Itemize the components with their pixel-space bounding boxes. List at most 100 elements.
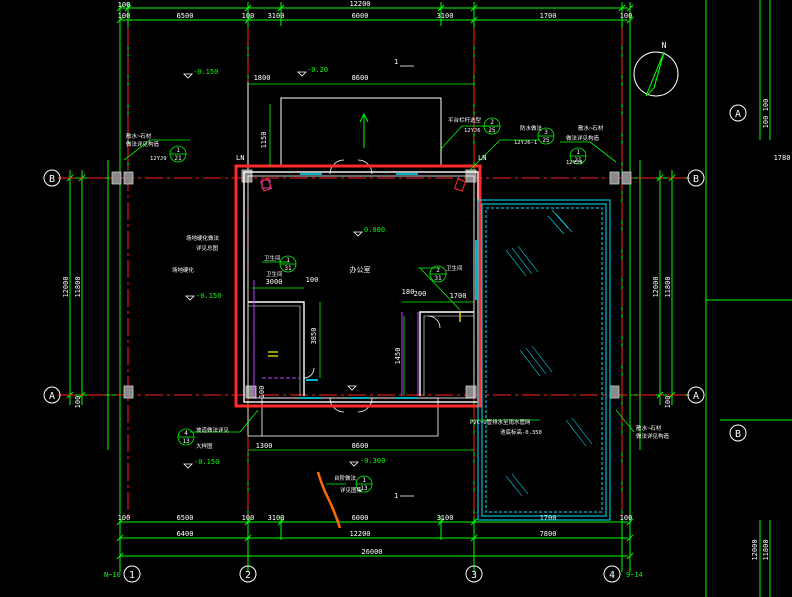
right-room-width: 1700 <box>450 292 467 300</box>
left-note-ref: 12YJ9 <box>150 156 167 162</box>
far-right-dim-3: 12000 <box>751 539 759 560</box>
bottom-room-dim-1: 1300 <box>256 442 273 450</box>
top-total-dim: 12200 <box>349 0 370 8</box>
far-right-dim-2: 100 <box>762 99 770 112</box>
top-dim-1: 100 <box>118 12 131 20</box>
room-tag-sub: 卫生间 <box>266 270 283 278</box>
openings <box>300 173 477 399</box>
bottom-total-dim: 26000 <box>361 548 382 556</box>
right-room-height: 1450 <box>394 348 402 365</box>
right-note-ref: 12YJ9 <box>566 160 583 166</box>
terrace-outline <box>247 82 442 170</box>
right-dim-1: 12000 <box>652 276 660 297</box>
bottom-left-note-2: 大样图 <box>196 442 213 450</box>
left-small-dim: 100 <box>258 386 266 399</box>
room-magenta-lines <box>253 179 419 396</box>
level-top-mid: -0.20 <box>307 66 328 74</box>
pool-note-1: PVC~U管排水至雨水管网 <box>470 418 531 426</box>
axis-label-a-right: A <box>693 391 699 402</box>
left-area-2: 详见总图 <box>196 244 219 252</box>
left-area-3: 场地硬化 <box>172 266 195 274</box>
pool-note-2: 池底标高-0.350 <box>500 428 542 436</box>
far-right-mid-tag: 1780 <box>774 154 791 162</box>
top-edge-dim: 100 <box>118 1 131 9</box>
column <box>123 385 134 399</box>
door-swings <box>303 159 441 413</box>
axis-label-b-far-right: B <box>735 429 741 440</box>
axis-bubbles <box>43 104 747 583</box>
bottom-room-dim-2: 8600 <box>352 442 369 450</box>
bottom-row2-2: 12200 <box>349 530 370 538</box>
left-room-height: 3850 <box>310 328 318 345</box>
mid-note-ref: 12YJ6-1 <box>514 140 537 146</box>
bottom-dim-1: 100 <box>118 514 131 522</box>
left-area-1: 场地硬化做法 <box>186 234 220 242</box>
room-dim-lines <box>248 83 474 451</box>
right-note-2: 做法详见构造 <box>566 134 600 142</box>
column <box>465 385 477 399</box>
top-dim-7: 1700 <box>540 12 557 20</box>
selection-highlight <box>234 164 482 408</box>
one-bottom: 1 <box>394 492 398 500</box>
window-marks <box>268 312 461 357</box>
right-dim-2: 11800 <box>664 276 672 297</box>
top-note-1: 平台栏杆选型 <box>448 116 482 124</box>
top-dim-5: 6000 <box>352 12 369 20</box>
right-dim-3: 100 <box>664 396 672 409</box>
upper-dim-1: 1800 <box>254 74 271 82</box>
mid-note-1: 防水做法 <box>520 124 543 132</box>
bottom-note-right: 9~14 <box>626 571 643 579</box>
upper-dim-2: 8600 <box>352 74 369 82</box>
level-top-left: -0.150 <box>193 68 218 76</box>
bm-tag-top: 1 <box>362 477 366 484</box>
bottom-mid-note: 台阶做法 <box>334 474 357 482</box>
ln-left: LN <box>236 154 244 162</box>
top-dim-6: 3100 <box>437 12 454 20</box>
axis-label-2: 2 <box>245 570 251 581</box>
column <box>111 171 122 185</box>
axis-label-1: 1 <box>129 570 135 581</box>
left-dim-2: 11800 <box>74 276 82 297</box>
building-walls <box>243 171 479 437</box>
pool <box>477 199 611 521</box>
room-tag2-bot: 31 <box>434 275 442 282</box>
one-marker-lines <box>400 65 414 497</box>
bottom-row2-3: 7800 <box>540 530 557 538</box>
far-right-dim-1: 100 <box>762 116 770 129</box>
axis-label-4: 4 <box>609 570 615 581</box>
level-bottom-left: -0.150 <box>194 458 219 466</box>
bottom-note-left: N~10 <box>104 571 121 579</box>
north-compass: N <box>633 41 679 97</box>
axis-lines <box>58 28 690 520</box>
bottom-dim-3: 100 <box>242 514 255 522</box>
top-dim-2: 6500 <box>177 12 194 20</box>
one-top: 1 <box>394 58 398 66</box>
room-tag2-top: 2 <box>436 267 440 274</box>
level-markers <box>183 71 363 469</box>
left-note-2: 做法详见构造 <box>126 140 160 148</box>
top-dim-4: 3100 <box>268 12 285 20</box>
left-dim-1: 12000 <box>62 276 70 297</box>
dimension-frame <box>60 0 792 597</box>
bl-tag-top: 4 <box>184 430 188 437</box>
left-room-dim: 100 <box>306 276 319 284</box>
left-note-1: 散水~石材 <box>126 132 152 140</box>
right-room-dim-1: 180 <box>402 288 415 296</box>
bottom-dim-2: 6500 <box>177 514 194 522</box>
column <box>609 171 620 185</box>
top-tag-top: 2 <box>490 119 494 126</box>
axis-label-b-right: B <box>693 174 699 185</box>
bottom-row2-1: 6400 <box>177 530 194 538</box>
axis-label-b-left: B <box>49 174 55 185</box>
ln-right: LN <box>478 154 486 162</box>
bl-tag-bot: 13 <box>182 438 190 445</box>
room-tag2-label: 卫生间 <box>446 264 463 272</box>
axis-label-a-far-right: A <box>735 109 741 120</box>
left-tag-top: 1 <box>176 147 180 154</box>
mid-tag-bot: 25 <box>542 137 550 144</box>
left-tag-bot: 21 <box>174 155 182 162</box>
bottom-mid-sub: 详见图集 <box>340 486 363 494</box>
section-arrow <box>359 112 369 148</box>
top-dim-8: 100 <box>620 12 633 20</box>
axis-label-3: 3 <box>471 570 477 581</box>
